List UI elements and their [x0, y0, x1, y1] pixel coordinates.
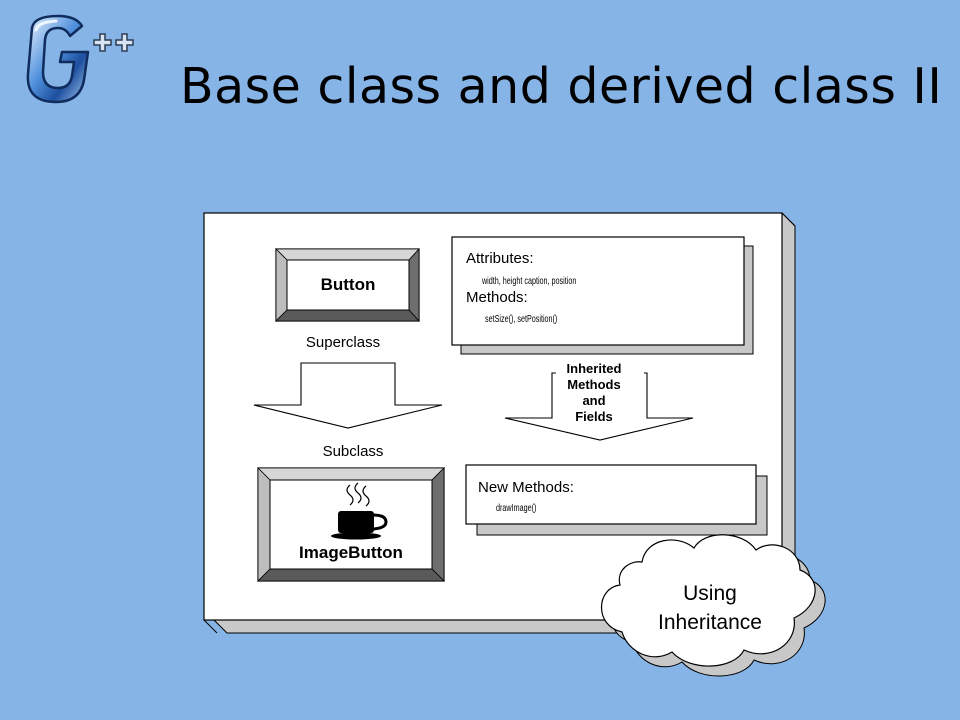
- slide-title: Base class and derived class II: [180, 58, 943, 115]
- superclass-to-subclass-arrow: [253, 362, 443, 429]
- methods-heading: Methods:: [466, 289, 528, 306]
- subclass-imagebutton-label: ImageButton: [299, 543, 403, 562]
- new-methods-panel: New Methods: drawImage(): [465, 464, 768, 536]
- coffee-cup-icon: [331, 482, 388, 540]
- new-methods-values: drawImage(): [496, 502, 536, 513]
- cloud-label-line-1: Using: [683, 582, 737, 605]
- inherited-label-line-3: and: [582, 393, 605, 408]
- new-methods-heading: New Methods:: [478, 479, 574, 496]
- superclass-members-panel: Attributes: width, height caption, posit…: [451, 236, 754, 355]
- superclass-caption: Superclass: [306, 334, 380, 351]
- superclass-button-label: Button: [321, 275, 376, 294]
- inherited-label-line-2: Methods: [567, 377, 620, 392]
- inherited-label-line-4: Fields: [575, 409, 613, 424]
- attributes-values: width, height caption, position: [481, 275, 576, 286]
- inherited-label-line-1: Inherited: [567, 361, 622, 376]
- subclass-imagebutton-box: ImageButton: [257, 467, 445, 582]
- inherited-label: Inherited Methods and Fields: [567, 361, 622, 424]
- attributes-heading: Attributes:: [466, 250, 534, 267]
- inherited-label-backing: [556, 364, 644, 424]
- cpp-logo-icon: [26, 14, 134, 104]
- methods-values: setSize(), setPosition(): [485, 313, 557, 324]
- using-inheritance-cloud: Using Inheritance: [600, 534, 826, 677]
- superclass-button-box: Button: [275, 247, 420, 323]
- cloud-label-line-2: Inheritance: [658, 611, 762, 634]
- subclass-caption: Subclass: [323, 443, 384, 460]
